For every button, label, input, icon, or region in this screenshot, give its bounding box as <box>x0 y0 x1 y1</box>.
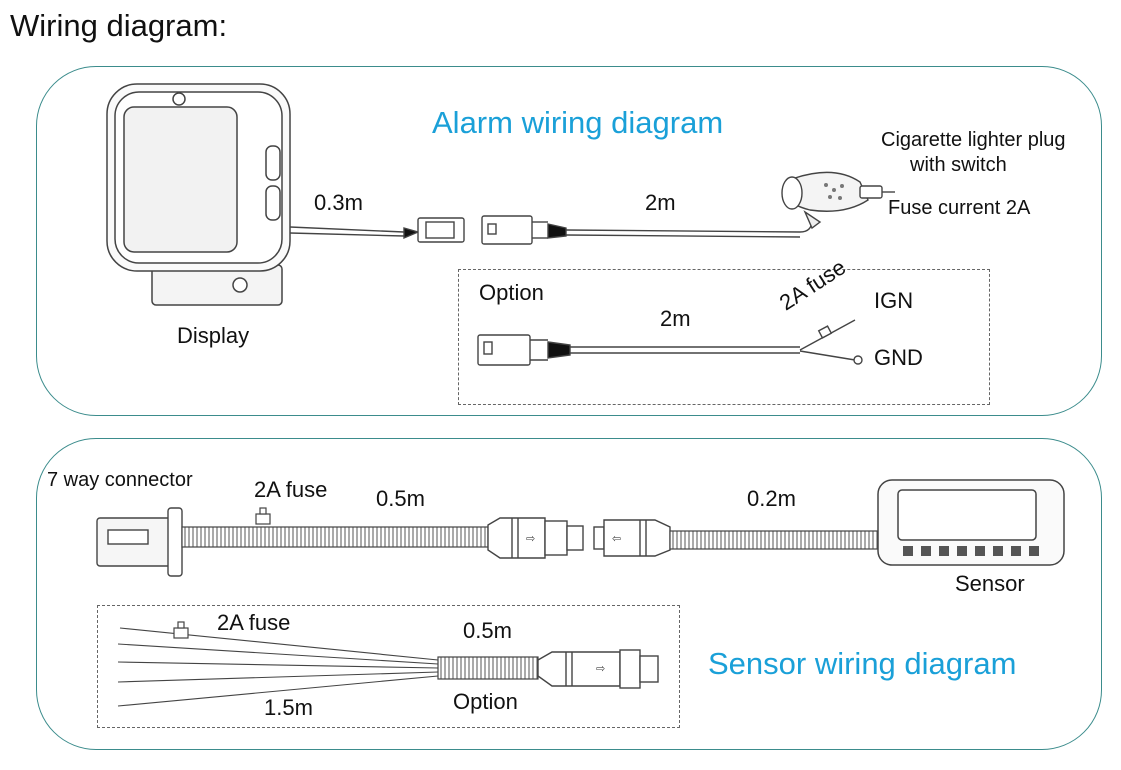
alarm-option-label: Option <box>479 280 544 305</box>
svg-text:⇨: ⇨ <box>596 662 605 675</box>
sensor-heading: Sensor wiring diagram <box>708 646 1017 681</box>
display-label: Display <box>177 323 250 348</box>
sensor-option-long-length: 1.5m <box>264 695 313 720</box>
page-title: Wiring diagram: <box>10 8 228 43</box>
sensor-option-fuse-label: 2A fuse <box>217 610 291 635</box>
sensor-label: Sensor <box>955 571 1025 596</box>
sensor-box-icon <box>877 479 1065 566</box>
alarm-option-cable <box>477 319 863 366</box>
plug-label-line2: with switch <box>910 154 1007 176</box>
alarm-heading: Alarm wiring diagram <box>432 105 724 140</box>
sensor-male-coupler: ⇨ <box>487 517 584 559</box>
sensor-female-coupler: ⇦ <box>593 519 671 557</box>
connector-label: 7 way connector <box>47 469 193 491</box>
svg-text:⇨: ⇨ <box>526 532 535 545</box>
plug-cable-length: 2m <box>645 190 676 215</box>
svg-text:⇦: ⇦ <box>612 532 621 545</box>
display-monitor-icon <box>106 83 291 306</box>
fuse-current-label: Fuse current 2A <box>888 197 1031 219</box>
sensor-option-label: Option <box>453 689 518 714</box>
seven-way-connector-icon <box>96 507 183 577</box>
sensor-option-coupler: ⇨ <box>537 649 659 689</box>
plug-label-line1: Cigarette lighter plug <box>881 129 1066 151</box>
sensor-option-wires <box>117 627 439 707</box>
cigarette-plug-icon <box>781 171 895 230</box>
sensor-option-fuse-holder <box>173 621 189 639</box>
sensor-option-harness <box>437 656 539 680</box>
sensor-option-box <box>97 605 680 728</box>
sensor-option-short-length: 0.5m <box>463 618 512 643</box>
sensor-main-length: 0.5m <box>376 486 425 511</box>
alarm-option-box <box>458 269 990 405</box>
sensor-short-length: 0.2m <box>747 486 796 511</box>
sensor-fuse-label: 2A fuse <box>254 477 328 502</box>
ign-label: IGN <box>874 288 914 313</box>
sensor-harness-main <box>181 526 489 548</box>
gnd-label: GND <box>874 345 923 370</box>
sensor-fuse-holder <box>255 507 271 525</box>
sensor-panel <box>36 438 1102 750</box>
alarm-option-length: 2m <box>660 306 691 331</box>
alarm-panel <box>36 66 1102 416</box>
sensor-harness-short <box>669 530 881 550</box>
display-cable-length: 0.3m <box>314 190 363 215</box>
alarm-cable <box>289 215 813 245</box>
